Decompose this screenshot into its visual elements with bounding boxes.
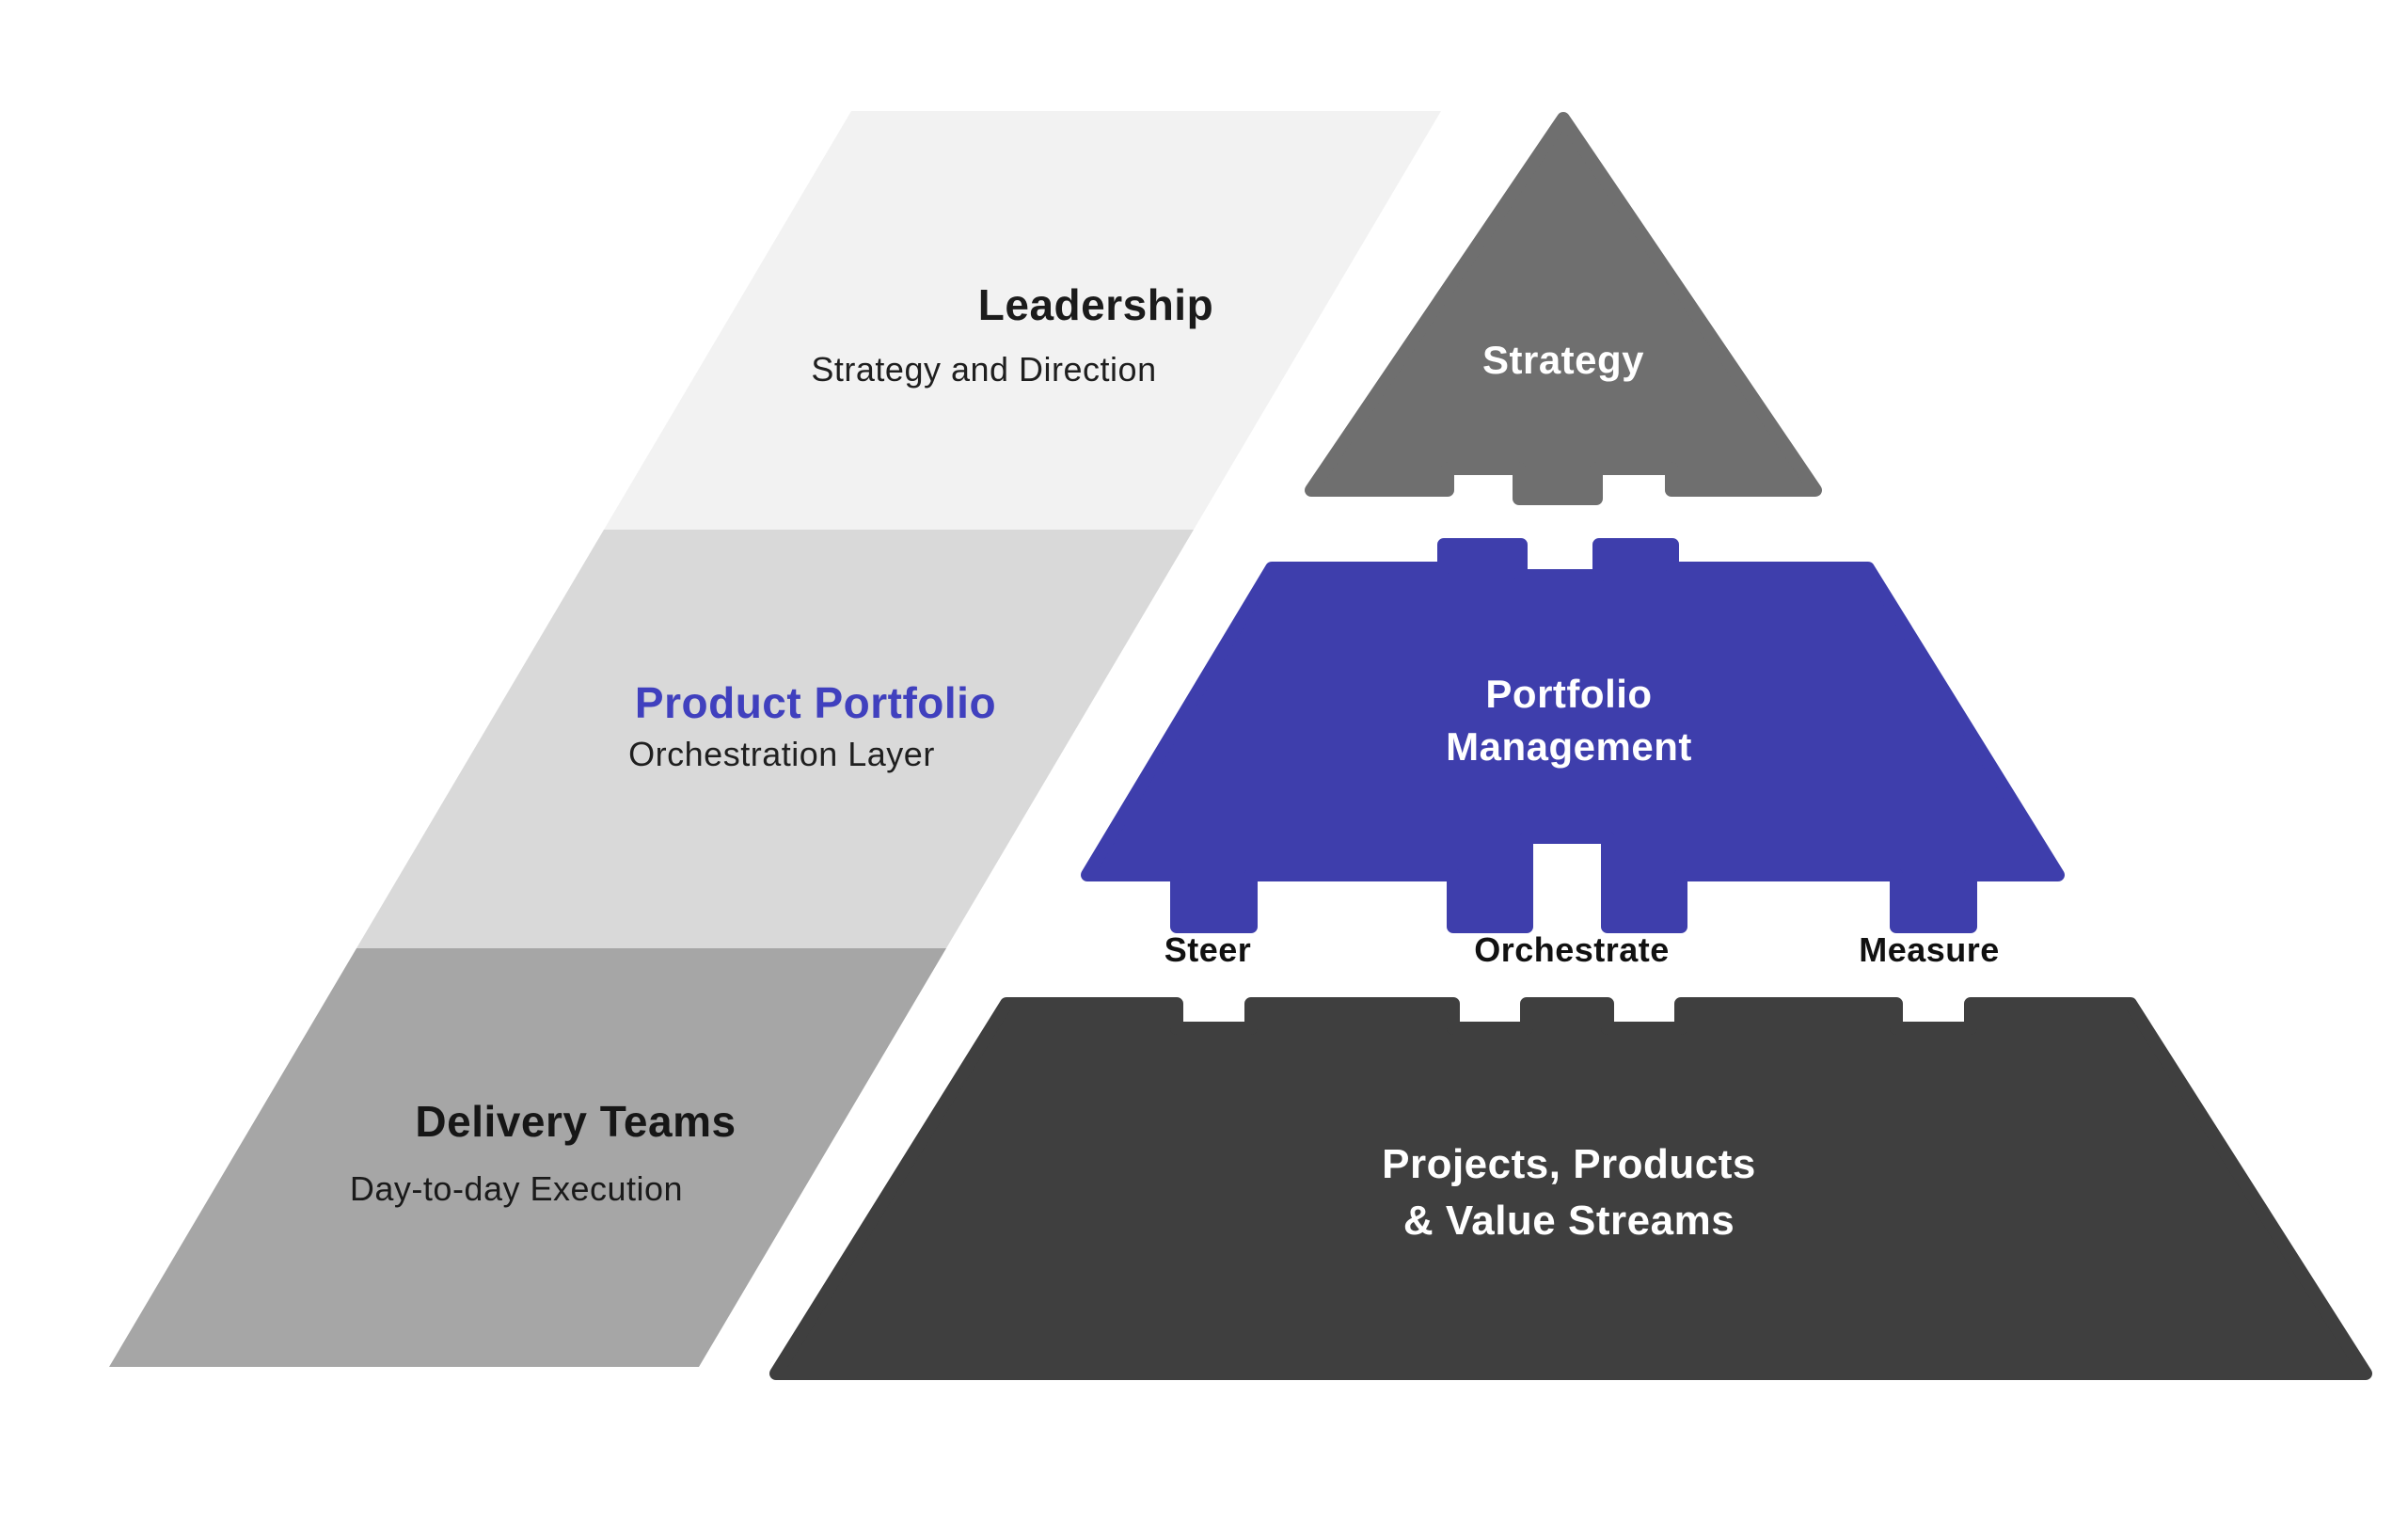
base-label-line2: & Value Streams [1403, 1198, 1735, 1244]
strategy-label: Strategy [1482, 338, 1644, 382]
pyramid-strategy-piece [1305, 112, 1822, 505]
product-portfolio-subtitle: Orchestration Layer [628, 735, 935, 773]
leadership-title: Leadership [978, 280, 1213, 329]
ribbon-band-product-portfolio [356, 530, 1194, 948]
pyramid-group: Strategy Portfolio Management Projects, … [769, 112, 2372, 1380]
connector-label-steer: Steer [1164, 930, 1252, 969]
base-label-line1: Projects, Products [1382, 1141, 1756, 1187]
ribbon-group: Leadership Strategy and Direction Produc… [109, 111, 1441, 1367]
delivery-teams-subtitle: Day-to-day Execution [350, 1169, 683, 1208]
ribbon-band-leadership [604, 111, 1441, 530]
pyramid-base-piece [769, 997, 2372, 1380]
portfolio-management-label-line1: Portfolio [1485, 672, 1652, 716]
delivery-teams-title: Delivery Teams [415, 1097, 736, 1146]
portfolio-management-label-line2: Management [1446, 724, 1692, 769]
ribbon-band-delivery-teams [109, 948, 946, 1367]
pyramid-portfolio-piece [1081, 538, 2065, 933]
connector-label-measure: Measure [1859, 930, 2000, 969]
product-portfolio-title: Product Portfolio [635, 678, 996, 727]
leadership-subtitle: Strategy and Direction [811, 350, 1156, 389]
connector-label-orchestrate: Orchestrate [1474, 930, 1670, 969]
